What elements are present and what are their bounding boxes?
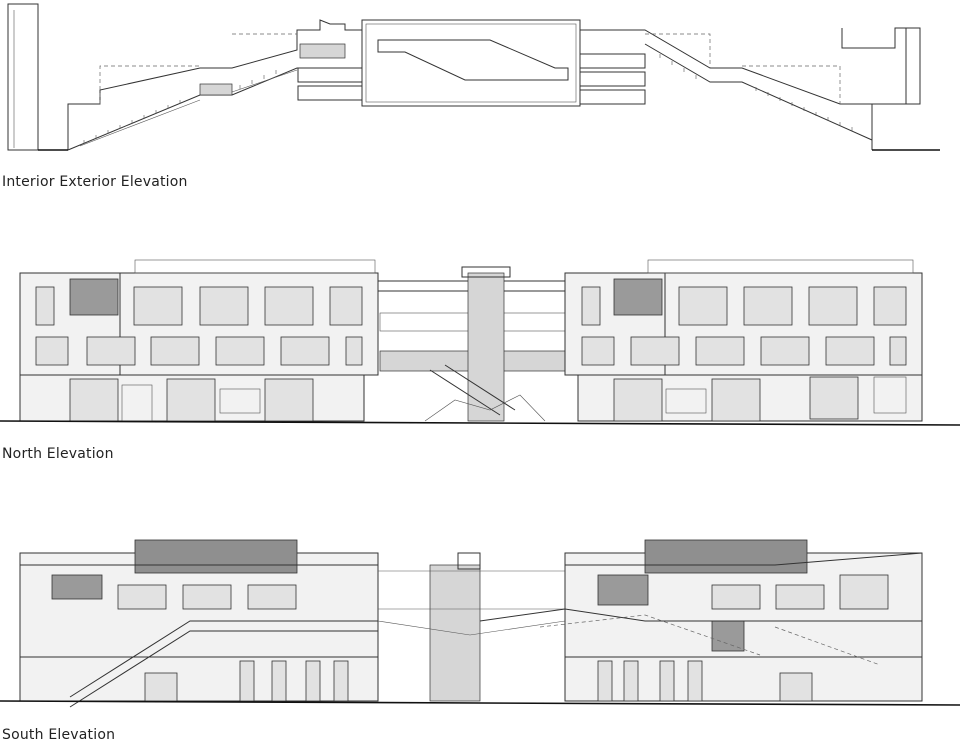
left-column [7,3,39,151]
interior-exterior-elevation-caption: Interior Exterior Elevation [2,174,188,190]
south-left-stair [69,620,378,708]
left-solar-panel [134,539,298,574]
interior-exterior-elevation-drawing [0,0,960,160]
right-solar-panel [644,539,808,574]
south-elevation-drawing [0,535,960,710]
north-elevation-drawing [0,255,960,430]
south-elevation-caption: South Elevation [2,727,116,743]
north-stair-tower [467,272,505,422]
right-block [841,27,921,105]
north-elevation-caption: North Elevation [2,446,114,462]
central-bridge-block [361,19,581,107]
